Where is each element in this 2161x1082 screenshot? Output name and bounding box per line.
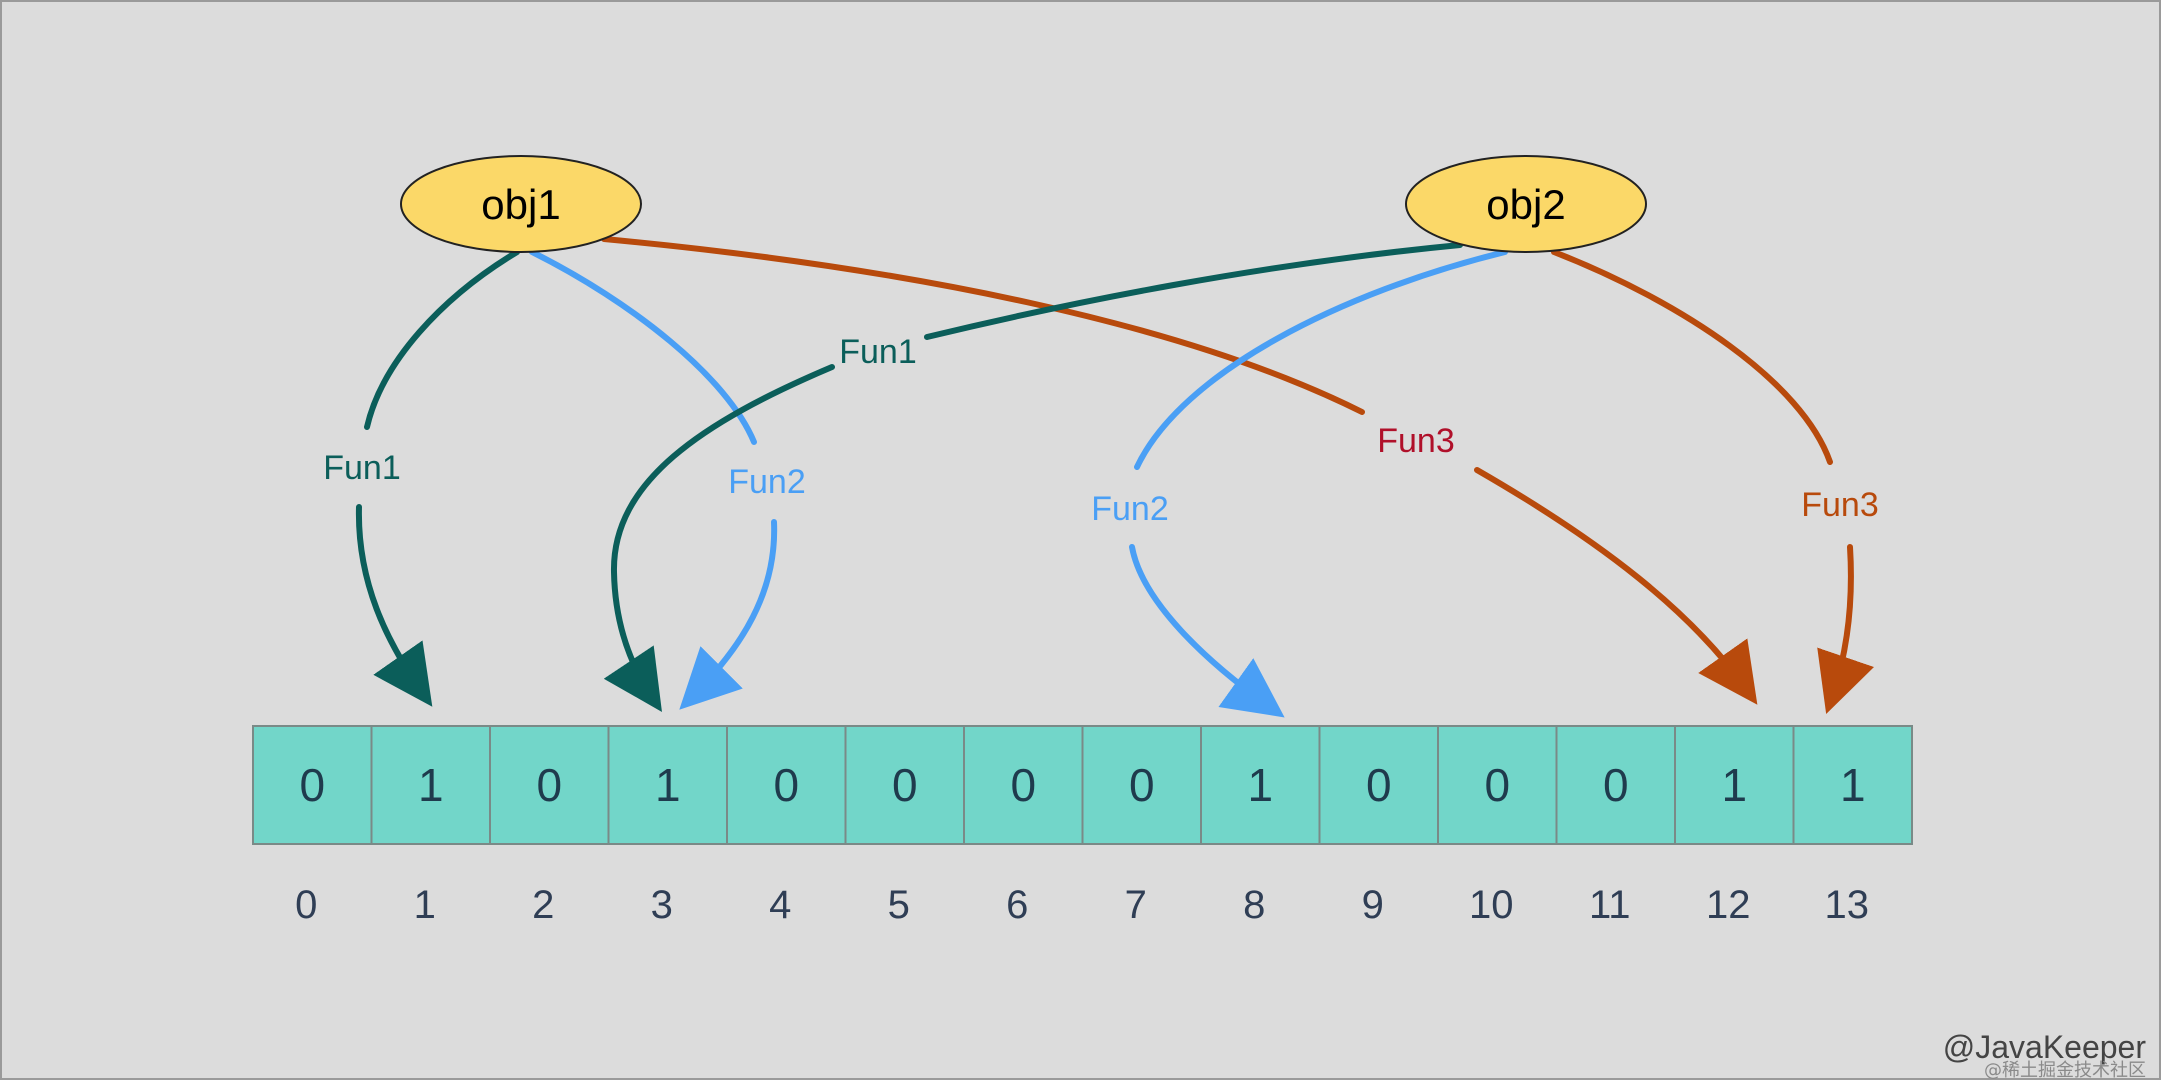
bit-cell — [370, 725, 491, 845]
bit-cell — [489, 725, 610, 845]
label-obj2-fun1: Fun1 — [839, 333, 917, 371]
edge-obj1-fun1-arrow — [355, 504, 433, 707]
bit-index-label: 1 — [414, 883, 436, 927]
bit-index-label: 3 — [651, 883, 673, 927]
bit-index-label: 10 — [1469, 883, 1514, 927]
bit-index-label: 2 — [532, 883, 554, 927]
bit-index-label: 11 — [1589, 883, 1631, 927]
bit-index-label: 8 — [1243, 883, 1265, 927]
bit-cell-value: 1 — [1247, 759, 1273, 811]
node-obj2-label: obj2 — [1486, 181, 1565, 228]
bit-cell-value: 0 — [536, 759, 562, 811]
bit-cell-value: 0 — [1010, 759, 1036, 811]
bit-index-label: 5 — [888, 883, 910, 927]
edge-obj1-fun3-arrow — [1474, 467, 1758, 705]
node-obj1: obj1 — [400, 155, 642, 253]
bit-cell — [844, 725, 965, 845]
edge-obj2-fun1-arrow — [603, 364, 835, 712]
bit-index-label: 7 — [1125, 883, 1147, 927]
node-obj2: obj2 — [1405, 155, 1647, 253]
bit-cell — [1792, 725, 1913, 845]
bit-array: 0 1 0 1 0 0 0 0 1 0 0 0 1 1 — [252, 725, 1913, 845]
edge-obj2-fun3 — [1551, 249, 1833, 465]
bit-cell — [1081, 725, 1202, 845]
label-obj2-fun2: Fun2 — [1091, 490, 1169, 528]
bit-index-label: 0 — [295, 883, 317, 927]
bit-index-label: 6 — [1006, 883, 1028, 927]
bit-cell — [1674, 725, 1795, 845]
bit-cell-value: 0 — [299, 759, 325, 811]
node-obj2-shape — [1405, 155, 1647, 253]
node-obj1-label: obj1 — [481, 181, 560, 228]
edge-obj1-fun3 — [601, 236, 1365, 415]
label-obj1-fun3: Fun3 — [1377, 422, 1455, 460]
edge-obj1-fun2 — [529, 249, 757, 445]
bit-cell-value: 0 — [1366, 759, 1392, 811]
watermark: @JavaKeeper — [1943, 1029, 2147, 1065]
bit-cell-value: 0 — [1129, 759, 1155, 811]
edge-obj2-fun3-arrow — [1817, 544, 1874, 715]
edge-obj1-fun2-arrow — [679, 519, 778, 710]
bit-index-label: 4 — [769, 883, 791, 927]
bit-cell-value: 0 — [1484, 759, 1510, 811]
bit-cell-value: 0 — [892, 759, 918, 811]
bit-cell-value: 1 — [418, 759, 444, 811]
bit-cell-value: 0 — [1603, 759, 1629, 811]
label-obj1-fun1: Fun1 — [323, 449, 401, 487]
bit-cell — [1200, 725, 1321, 845]
bit-cell — [607, 725, 728, 845]
bit-cell — [963, 725, 1084, 845]
bit-cell — [1437, 725, 1558, 845]
bit-cell — [1318, 725, 1439, 845]
bit-cell-value: 1 — [1721, 759, 1747, 811]
bit-index-label: 9 — [1362, 883, 1384, 927]
edge-obj2-fun1 — [924, 242, 1463, 340]
bit-cell — [726, 725, 847, 845]
node-obj1-shape — [400, 155, 642, 253]
bit-index-label: 13 — [1825, 883, 1870, 927]
edge-obj2-fun2 — [1134, 249, 1508, 470]
bit-cell-value: 1 — [1840, 759, 1866, 811]
bit-index-label: 12 — [1706, 883, 1751, 927]
edge-obj1-fun1 — [364, 249, 520, 430]
bit-cell-value: 1 — [655, 759, 681, 811]
bit-cell-value: 0 — [773, 759, 799, 811]
label-obj1-fun2: Fun2 — [728, 463, 806, 501]
label-obj2-fun3: Fun3 — [1801, 486, 1879, 524]
watermark-sub: @稀土掘金技术社区 — [1984, 1060, 2146, 1081]
edge-obj2-fun2-arrow — [1129, 544, 1285, 718]
